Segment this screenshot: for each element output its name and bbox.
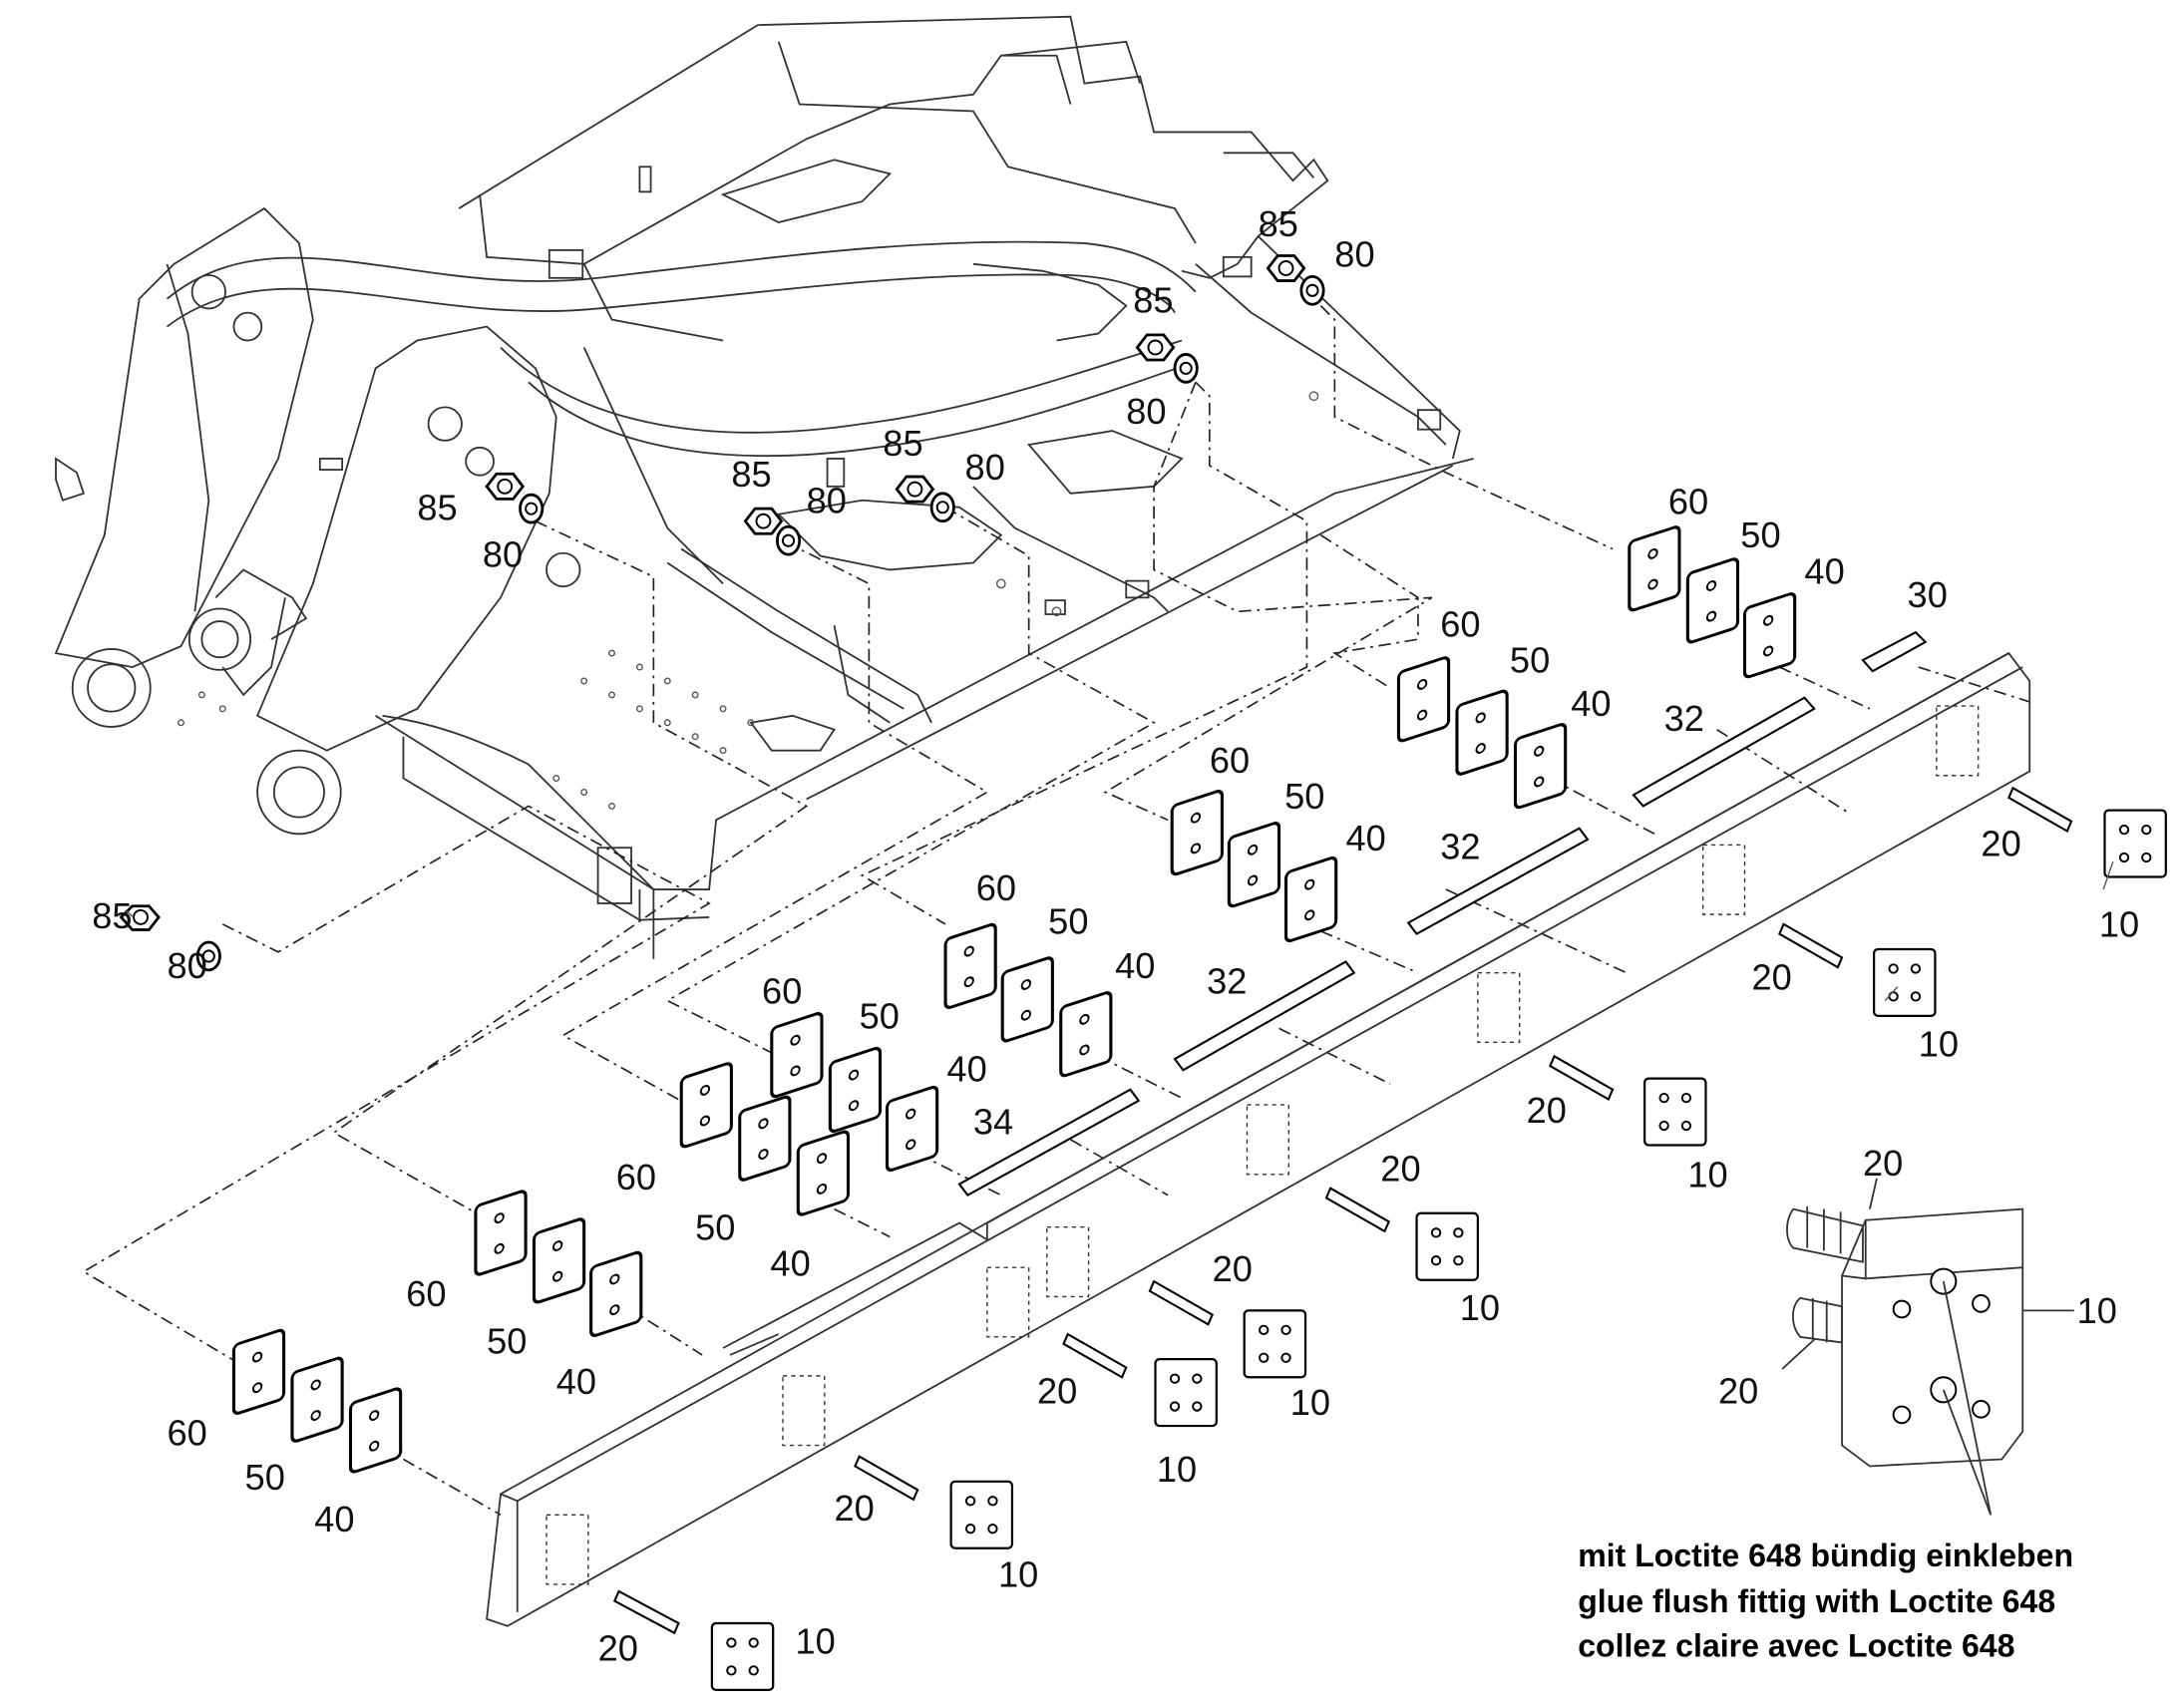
studs xyxy=(612,786,2073,1635)
label-20: 20 xyxy=(835,1488,875,1529)
label-80: 80 xyxy=(1334,234,1374,275)
label-20: 20 xyxy=(1037,1371,1077,1412)
label-40: 40 xyxy=(1115,945,1155,986)
note-german: mit Loctite 648 bündig einkleben xyxy=(1578,1537,2073,1573)
label-32: 32 xyxy=(1664,698,1704,739)
shim-set-1 xyxy=(231,1328,403,1474)
label-80: 80 xyxy=(807,480,847,520)
shim-set-4 xyxy=(770,1012,939,1173)
label-50: 50 xyxy=(695,1206,735,1247)
wear-strips xyxy=(957,630,1928,1197)
shim-set-7 xyxy=(1396,656,1568,810)
nut-washer-4 xyxy=(895,475,955,523)
detail-pad-view xyxy=(1781,1178,2074,1516)
label-40: 40 xyxy=(556,1361,596,1402)
label-50: 50 xyxy=(487,1321,527,1362)
rail-beam xyxy=(486,651,2031,1627)
label-40: 40 xyxy=(946,1048,986,1089)
label-40: 40 xyxy=(314,1499,354,1539)
label-60: 60 xyxy=(1210,740,1250,781)
label-40: 40 xyxy=(1345,818,1385,858)
assembly-note: mit Loctite 648 bündig einkleben glue fl… xyxy=(1578,1537,2073,1664)
label-50: 50 xyxy=(1284,776,1324,817)
label-10: 10 xyxy=(796,1621,836,1662)
label-40: 40 xyxy=(1571,683,1611,724)
label-32: 32 xyxy=(1207,961,1247,1002)
label-85: 85 xyxy=(1259,203,1298,244)
label-50: 50 xyxy=(860,995,900,1036)
label-20: 20 xyxy=(1981,824,2020,864)
shim-set-5 xyxy=(943,922,1113,1078)
label-20: 20 xyxy=(1380,1149,1420,1190)
label-50: 50 xyxy=(1740,514,1780,555)
label-85: 85 xyxy=(417,487,457,527)
label-60: 60 xyxy=(168,1413,207,1454)
label-50: 50 xyxy=(1510,640,1550,681)
frame-hole-pattern xyxy=(177,391,1319,810)
shim-set-3 xyxy=(679,1062,851,1216)
label-60: 60 xyxy=(762,970,802,1011)
label-85: 85 xyxy=(92,895,132,936)
label-80: 80 xyxy=(168,945,207,986)
note-french: collez claire avec Loctite 648 xyxy=(1578,1627,2014,1663)
label-20: 20 xyxy=(1213,1248,1253,1289)
shim-set-2 xyxy=(474,1190,643,1337)
label-10: 10 xyxy=(2077,1290,2117,1331)
note-english: glue flush fittig with Loctite 648 xyxy=(1578,1583,2055,1619)
label-85: 85 xyxy=(731,454,771,495)
label-50: 50 xyxy=(1048,901,1088,942)
shim-set-8 xyxy=(1628,525,1797,679)
label-80: 80 xyxy=(1126,391,1166,432)
part-labels: 60 50 40 30 60 50 40 32 60 50 40 32 60 5… xyxy=(92,203,2139,1669)
label-60: 60 xyxy=(616,1157,656,1197)
label-10: 10 xyxy=(1157,1449,1197,1490)
pads xyxy=(710,809,2167,1691)
label-10: 10 xyxy=(1919,1023,1959,1064)
label-10: 10 xyxy=(1460,1287,1500,1328)
nut-washer-5 xyxy=(1135,333,1199,384)
label-60: 60 xyxy=(976,867,1016,908)
label-10: 10 xyxy=(998,1554,1038,1595)
assembly-lines xyxy=(82,305,2030,1516)
label-20: 20 xyxy=(1751,956,1791,997)
nut-washer-6 xyxy=(1266,254,1325,306)
upper-frame xyxy=(54,15,1474,959)
label-60: 60 xyxy=(1440,603,1480,644)
label-20: 20 xyxy=(1718,1371,1758,1412)
label-60: 60 xyxy=(1668,482,1708,522)
shim-set-6 xyxy=(1170,790,1338,943)
label-80: 80 xyxy=(483,534,523,575)
label-50: 50 xyxy=(245,1457,285,1498)
label-40: 40 xyxy=(1804,550,1844,591)
label-85: 85 xyxy=(1133,280,1173,321)
label-20: 20 xyxy=(1863,1143,1903,1184)
label-10: 10 xyxy=(1290,1382,1330,1423)
label-10: 10 xyxy=(2099,903,2139,944)
label-60: 60 xyxy=(406,1273,446,1314)
label-40: 40 xyxy=(770,1243,810,1284)
label-10: 10 xyxy=(1687,1154,1727,1195)
nut-washer-2 xyxy=(485,472,545,524)
label-30: 30 xyxy=(1908,574,1948,615)
label-85: 85 xyxy=(883,423,922,464)
label-80: 80 xyxy=(965,447,1005,488)
label-32: 32 xyxy=(1440,826,1480,866)
label-20: 20 xyxy=(1527,1090,1567,1131)
nuts-washers xyxy=(119,254,1325,972)
label-20: 20 xyxy=(598,1628,638,1669)
nut-washer-3 xyxy=(743,507,802,556)
label-34: 34 xyxy=(973,1101,1013,1142)
leader-lines xyxy=(125,860,2114,1002)
